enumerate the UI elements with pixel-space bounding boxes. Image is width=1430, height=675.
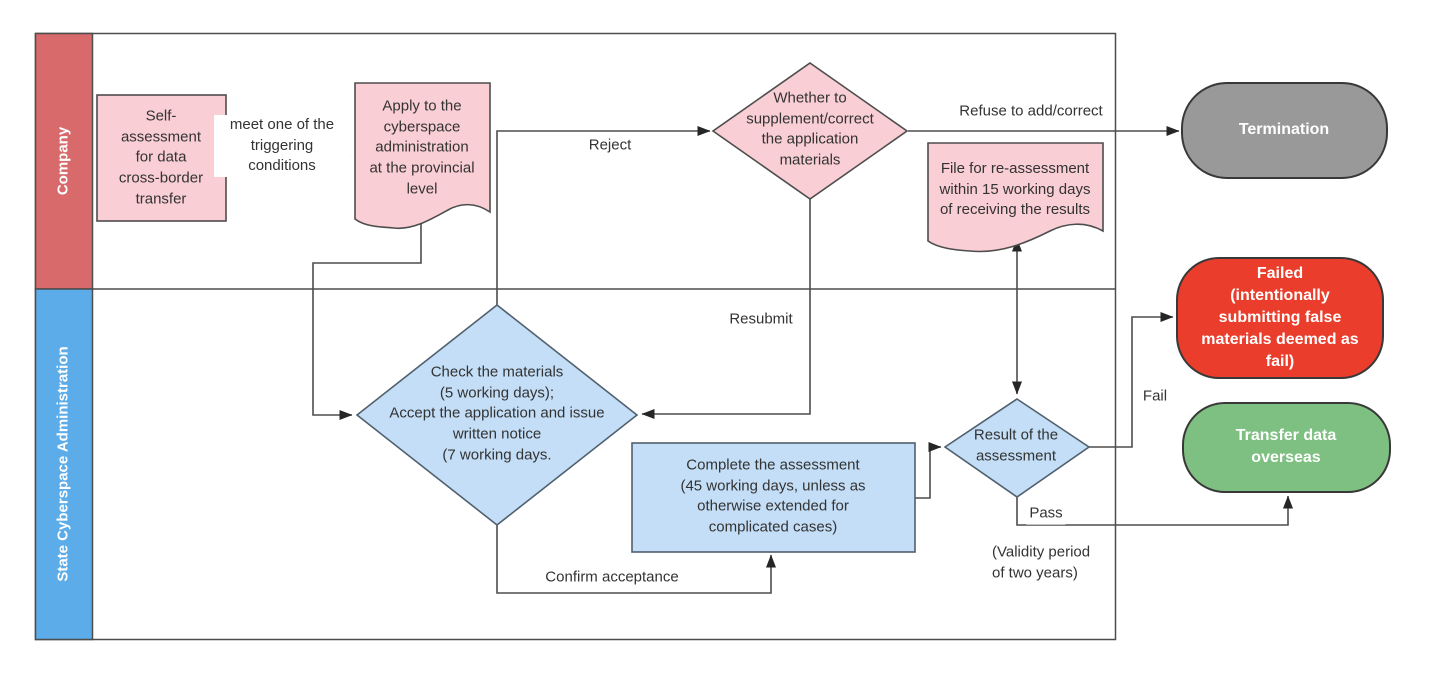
node-self-assessment — [96, 94, 227, 222]
edge-fail-arrow — [1089, 312, 1174, 448]
lane-header-administration — [34, 288, 94, 641]
edge-complete-to-result-arrow — [913, 442, 942, 499]
node-result-assessment-decision — [943, 398, 1091, 498]
node-apply-provincial-document — [354, 82, 491, 230]
edge-reject-arrow — [496, 126, 711, 305]
node-whether-supplement-decision — [711, 62, 909, 200]
node-termination-terminator — [1181, 82, 1388, 179]
node-failed-terminator — [1176, 257, 1384, 379]
edge-pass-arrow — [1016, 495, 1293, 526]
node-file-reassessment-document — [927, 142, 1104, 253]
edge-apply-to-check-arrow — [312, 224, 422, 420]
node-check-materials-decision — [355, 303, 639, 527]
lane-header-company — [34, 32, 94, 290]
node-transfer-overseas-terminator — [1182, 402, 1391, 493]
node-complete-assessment — [631, 442, 916, 553]
edge-resubmit-arrow — [641, 199, 811, 419]
edge-confirm-acceptance-arrow — [496, 525, 776, 594]
